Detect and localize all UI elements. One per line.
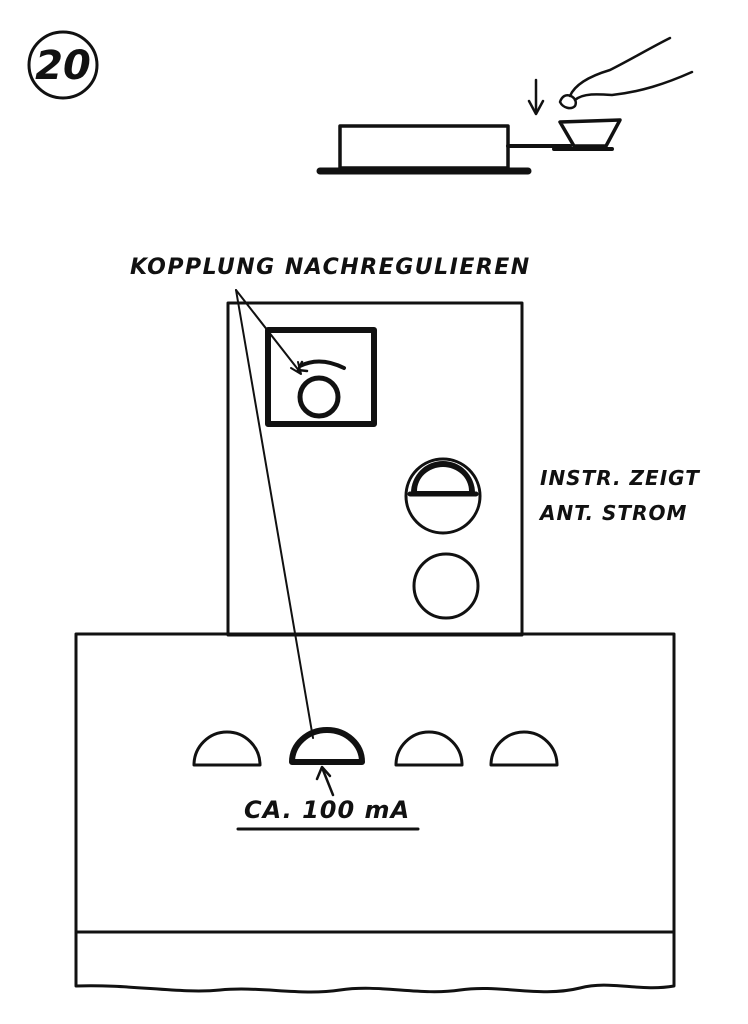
meter-2-current — [289, 727, 365, 765]
step-number-badge: 20 — [27, 30, 99, 100]
coupling-pointer-lines — [235, 289, 314, 739]
step-number: 20 — [35, 43, 91, 89]
down-arrow-icon — [527, 78, 545, 116]
hand-icon — [558, 36, 694, 110]
current-label: CA. 100 mA — [244, 796, 410, 824]
instrument-label-line1: INSTR. ZEIGT — [540, 466, 700, 490]
up-arrow-icon — [315, 765, 335, 797]
device-side-view-illustration — [316, 36, 694, 175]
coupling-adjust-label: KOPPLUNG NACHREGULIEREN — [130, 255, 531, 280]
instrument-label-line2: ANT. STROM — [538, 501, 687, 525]
lower-cabinet — [74, 632, 676, 994]
coupling-knob — [265, 327, 377, 427]
meter-3 — [394, 730, 464, 767]
upper-cabinet — [226, 301, 524, 637]
meter-4 — [489, 730, 559, 767]
round-control — [412, 552, 480, 620]
meter-1 — [192, 730, 262, 767]
antenna-current-meter — [404, 457, 482, 535]
